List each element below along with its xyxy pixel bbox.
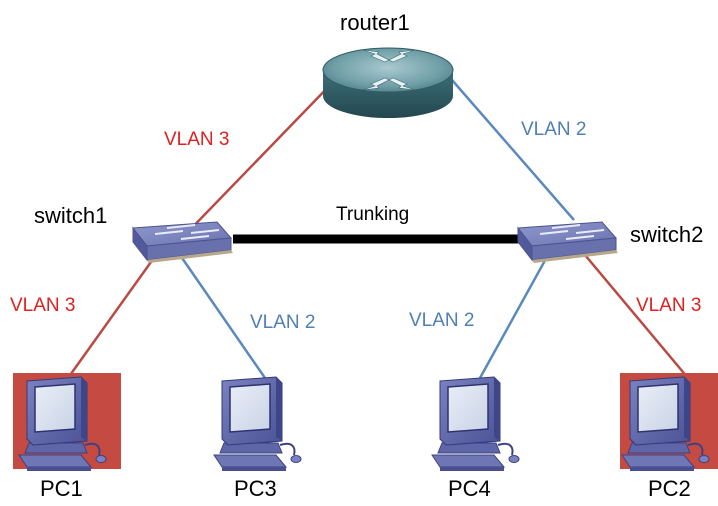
pc4-label: PC4 (448, 476, 491, 501)
pc1-label: PC1 (40, 476, 83, 501)
pc3-label: PC3 (234, 476, 277, 501)
link-router-switch1 (182, 79, 336, 238)
vlan-label-router-switch2: VLAN 2 (521, 119, 587, 140)
router-icon (322, 47, 454, 118)
trunking-label: Trunking (336, 204, 410, 225)
link-switch1-pc3 (178, 254, 267, 379)
vlan-label-router-switch1: VLAN 3 (164, 129, 230, 150)
switch2-label: switch2 (630, 222, 704, 247)
vlan-label-switch1-pc3: VLAN 2 (250, 312, 316, 333)
router1-label: router1 (340, 10, 410, 35)
link-switch1-pc1 (66, 254, 158, 379)
switch1-icon (132, 221, 234, 264)
vlan-label-switch2-pc4: VLAN 2 (409, 310, 475, 331)
pc3-icon (213, 376, 302, 472)
switch1-label: switch1 (34, 203, 108, 228)
pc4-icon (431, 376, 520, 472)
vlan-label-switch2-pc2: VLAN 3 (636, 295, 702, 316)
link-switch2-pc4 (478, 254, 550, 379)
switch2-icon (517, 221, 619, 264)
link-switch2-pc2 (584, 254, 689, 379)
link-router-switch2 (451, 79, 575, 221)
vlan-label-switch1-pc1: VLAN 3 (10, 295, 76, 316)
pc2-label: PC2 (648, 476, 691, 501)
